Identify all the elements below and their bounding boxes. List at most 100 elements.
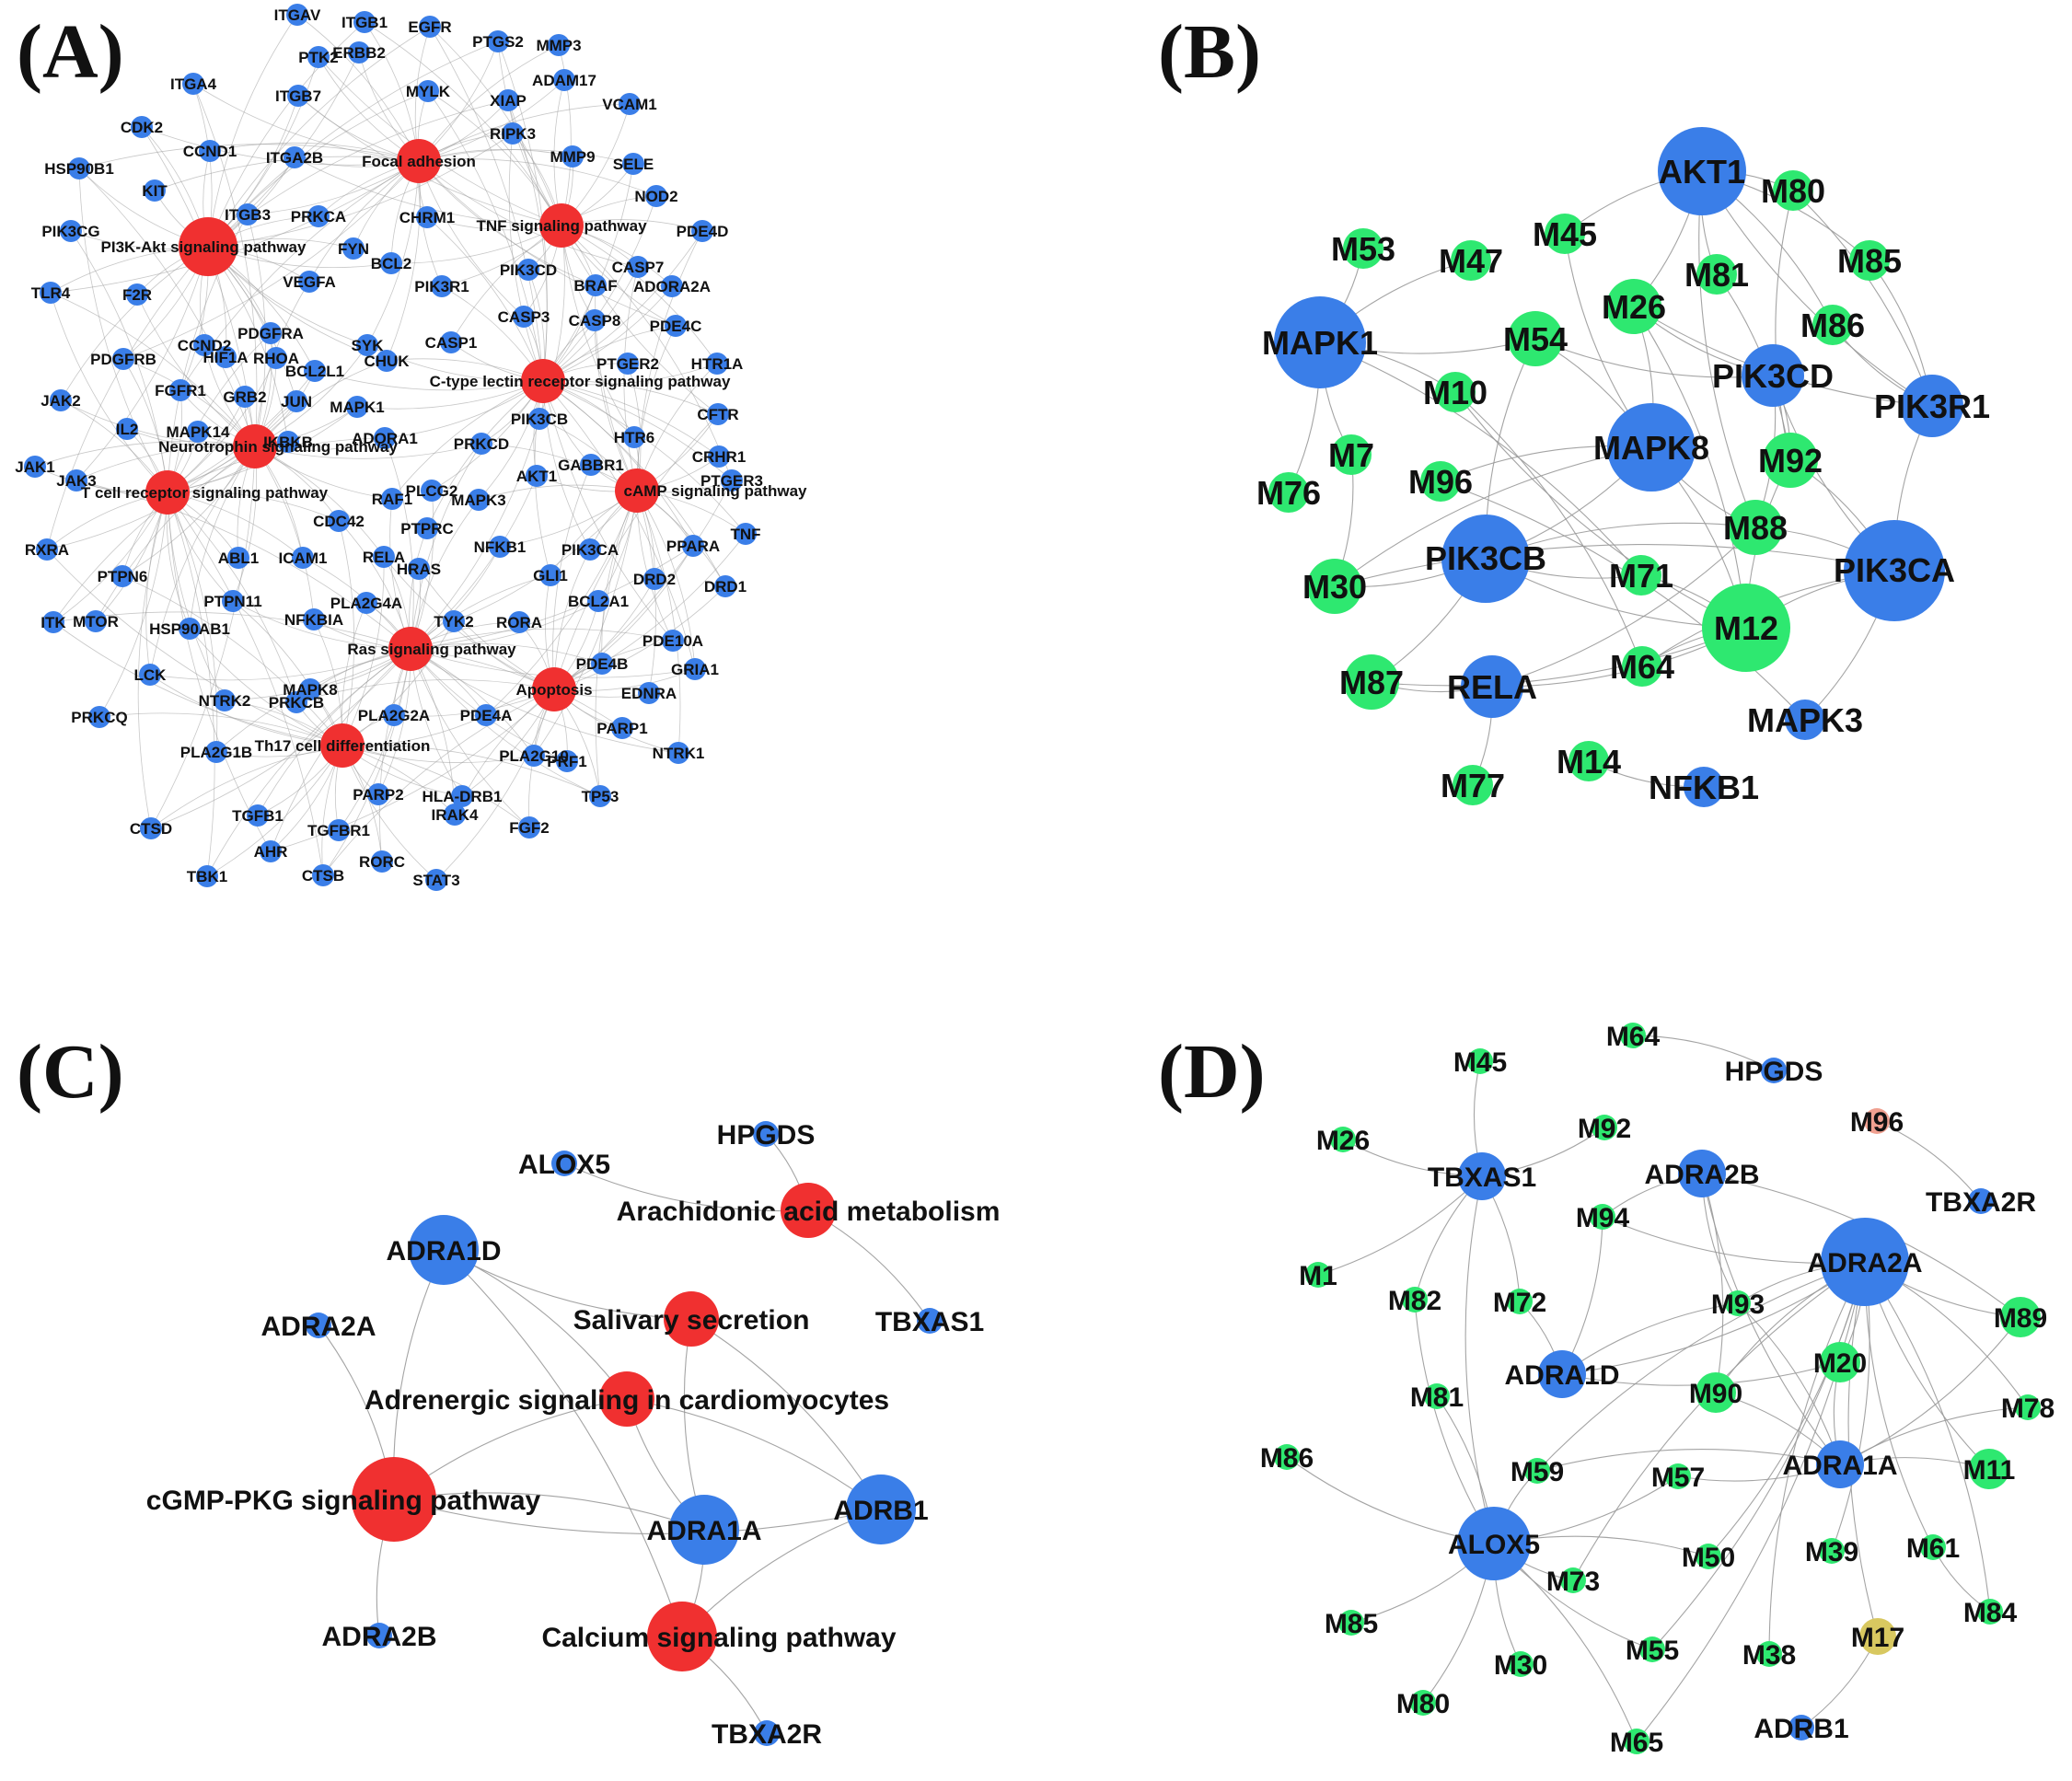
gene-node (112, 348, 134, 370)
node-label: M87 (1339, 664, 1404, 701)
compound-node (1859, 1618, 1896, 1655)
gene-node (1788, 1715, 1814, 1741)
gene-node (691, 220, 713, 242)
compound-node (1560, 1567, 1586, 1593)
node-label: M59 (1511, 1457, 1564, 1487)
gene-node (199, 140, 221, 162)
edge (270, 688, 555, 852)
node-label: ALOX5 (518, 1150, 610, 1180)
node-label: TBXAS1 (1428, 1162, 1536, 1193)
node-label: HIF1A (203, 349, 248, 366)
node-label: NOD2 (634, 188, 677, 205)
edge (122, 445, 256, 577)
edge (410, 642, 603, 665)
edge (150, 445, 256, 829)
edge (295, 679, 555, 703)
node-label: CDC42 (313, 513, 365, 530)
compound-node (1812, 305, 1853, 345)
edge (52, 492, 168, 623)
node-label: ADRA1A (1782, 1451, 1897, 1481)
node-label: EGFR (408, 18, 451, 36)
node-label: TLR4 (31, 284, 71, 302)
gene-node (348, 41, 370, 64)
gene-node (1821, 1218, 1909, 1306)
edge (341, 556, 385, 746)
gene-node (1658, 127, 1746, 215)
edge (338, 648, 411, 831)
edge (1536, 1449, 1841, 1472)
node-label: CASP1 (425, 334, 478, 352)
node-label: M73 (1546, 1567, 1600, 1597)
edge (1464, 1175, 1495, 1544)
edge (561, 225, 733, 481)
gene-node (85, 610, 107, 632)
edge (122, 160, 420, 360)
gene-node (205, 741, 227, 763)
edge (418, 160, 677, 327)
gene-node (277, 431, 299, 453)
node-label: ITK (41, 614, 66, 631)
gene-node (497, 89, 519, 111)
pathway-node (599, 1371, 654, 1427)
gene-node (24, 456, 46, 478)
node-label: PLA2G10 (499, 747, 569, 765)
edge (247, 160, 420, 215)
node-label: M26 (1602, 288, 1666, 326)
pathway-node (647, 1602, 717, 1671)
gene-node (579, 538, 601, 561)
edge (322, 688, 555, 876)
edge (542, 380, 719, 415)
edge (1454, 391, 1747, 629)
node-label: M30 (1494, 1650, 1547, 1681)
edge (1454, 391, 1643, 667)
edge (561, 225, 635, 438)
edge (224, 648, 411, 701)
edge (341, 745, 530, 828)
node-label: M64 (1610, 648, 1674, 686)
node-label: PIK3CB (1425, 539, 1546, 577)
gene-node (585, 274, 607, 296)
compound-node (1969, 1449, 2009, 1489)
edge (167, 492, 272, 852)
node-label: cAMP signaling pathway (623, 482, 807, 500)
node-label: RELA (1447, 668, 1537, 706)
gene-node (561, 145, 584, 168)
gene-node (513, 306, 535, 328)
nodes-b (1268, 127, 1963, 807)
node-label: JAK3 (56, 472, 96, 490)
node-label: ITGA2B (266, 149, 323, 167)
gene-node (714, 575, 736, 597)
edge (1561, 1216, 1603, 1375)
edge (563, 1162, 809, 1212)
node-label: NTRK1 (653, 745, 705, 762)
node-label: M61 (1906, 1533, 1960, 1564)
node-label: BRAF (573, 277, 617, 295)
node-label: AKT1 (516, 468, 557, 485)
compound-node (2000, 1297, 2041, 1337)
gene-node (298, 271, 320, 293)
edge (46, 246, 209, 550)
edge (410, 600, 599, 650)
compound-node (1524, 1458, 1550, 1484)
gene-node (580, 454, 602, 476)
node-label: BCL2A1 (568, 593, 629, 610)
gene-node (299, 678, 321, 700)
edge (558, 44, 572, 226)
edge (167, 332, 272, 493)
compound-node (1592, 1115, 1617, 1140)
edge (623, 266, 639, 492)
gene-node (638, 682, 660, 704)
node-label: ADRA1D (386, 1236, 501, 1266)
edge (149, 445, 256, 676)
edge (189, 445, 256, 630)
compound-node (1977, 1599, 2003, 1625)
node-label: CASP3 (498, 308, 550, 326)
compound-node (1508, 311, 1563, 366)
edge (366, 160, 420, 346)
edge (207, 26, 431, 248)
node-label: CASP7 (612, 259, 665, 276)
compound-node (1330, 1127, 1356, 1152)
edge (410, 443, 482, 650)
panel-label-a: (A) (17, 9, 124, 95)
node-label: PIK3CD (1712, 357, 1834, 395)
